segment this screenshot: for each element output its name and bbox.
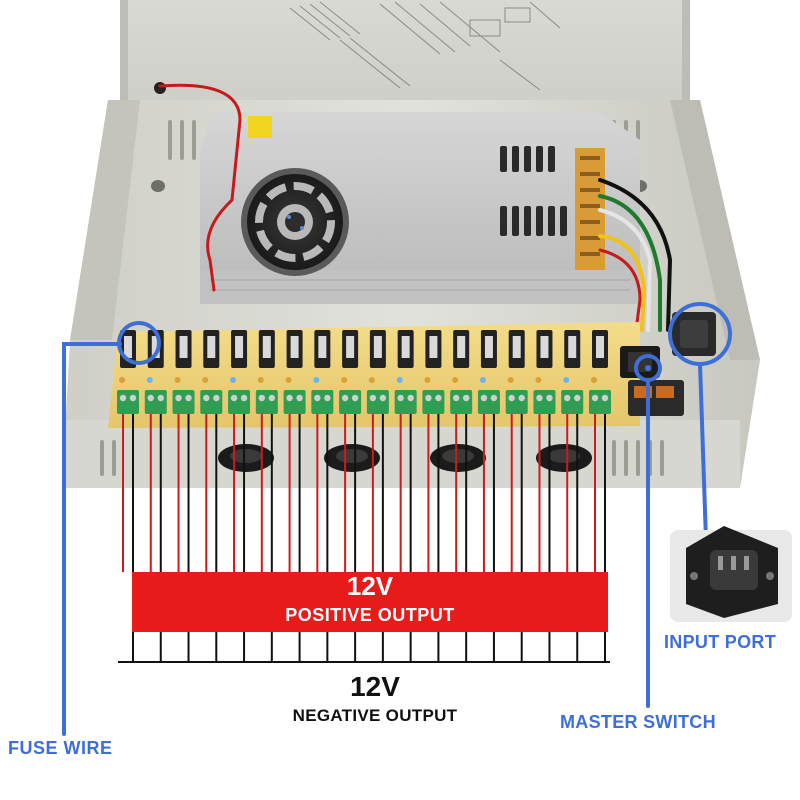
terminal-block bbox=[339, 390, 362, 414]
fuse bbox=[318, 336, 327, 358]
output-channel bbox=[533, 330, 556, 414]
enclosure-lid bbox=[120, 0, 690, 102]
internal-wiring bbox=[158, 83, 673, 332]
negative-output-voltage: 12V bbox=[350, 671, 400, 702]
output-channel bbox=[394, 330, 417, 414]
output-channel bbox=[366, 330, 389, 414]
callout-lines bbox=[62, 302, 732, 736]
output-channel bbox=[561, 330, 584, 414]
output-channel bbox=[311, 330, 334, 414]
positive-output-label: POSITIVE OUTPUT bbox=[285, 605, 455, 625]
input-port-label: INPUT PORT bbox=[664, 632, 777, 652]
output-channel bbox=[283, 330, 306, 414]
terminal-block bbox=[561, 390, 584, 414]
fan bbox=[241, 168, 349, 276]
fuse-callout-line bbox=[62, 342, 122, 736]
fuse bbox=[401, 336, 410, 358]
output-channel bbox=[255, 330, 278, 414]
terminal-block bbox=[311, 390, 334, 414]
output-channel bbox=[339, 330, 362, 414]
input-port-inset bbox=[670, 526, 792, 622]
fuse bbox=[290, 336, 299, 358]
terminal-block bbox=[505, 390, 528, 414]
terminal-block bbox=[366, 390, 389, 414]
terminal-block bbox=[450, 390, 473, 414]
terminal-block bbox=[117, 390, 139, 414]
lid-printed-diagram bbox=[289, 1, 561, 91]
terminal-block bbox=[477, 390, 500, 414]
fuse bbox=[346, 336, 355, 358]
fuse bbox=[540, 336, 549, 358]
fuse bbox=[207, 336, 216, 358]
fuse bbox=[124, 336, 132, 358]
output-channel bbox=[589, 330, 611, 414]
input-port-panel bbox=[672, 312, 716, 356]
fuse bbox=[512, 336, 521, 358]
vent-slots bbox=[500, 146, 567, 236]
terminal-block bbox=[589, 390, 611, 414]
positive-output-voltage: 12V bbox=[346, 571, 394, 601]
negative-output-label: NEGATIVE OUTPUT bbox=[292, 706, 458, 725]
output-channel bbox=[477, 330, 500, 414]
output-channel bbox=[172, 330, 195, 414]
terminal-block bbox=[144, 390, 167, 414]
fuse bbox=[373, 336, 382, 358]
output-channels bbox=[117, 330, 611, 414]
fuse bbox=[262, 336, 271, 358]
terminal-block bbox=[172, 390, 195, 414]
master-switch-label: MASTER SWITCH bbox=[560, 712, 716, 732]
output-channel bbox=[505, 330, 528, 414]
output-channel bbox=[450, 330, 473, 414]
terminal-block bbox=[533, 390, 556, 414]
output-channel bbox=[200, 330, 223, 414]
fuse bbox=[151, 336, 160, 358]
output-channel bbox=[422, 330, 445, 414]
fuse bbox=[568, 336, 577, 358]
terminal-block bbox=[200, 390, 223, 414]
fuse bbox=[484, 336, 493, 358]
fuse bbox=[457, 336, 466, 358]
output-channel bbox=[228, 330, 251, 414]
terminal-block bbox=[422, 390, 445, 414]
output-channel bbox=[144, 330, 167, 414]
fuse-wire-label: FUSE WIRE bbox=[8, 738, 113, 758]
fuse bbox=[429, 336, 438, 358]
terminal-block bbox=[228, 390, 251, 414]
psu-module bbox=[200, 112, 640, 304]
fuse bbox=[179, 336, 188, 358]
terminal-block bbox=[255, 390, 278, 414]
terminal-block bbox=[394, 390, 417, 414]
port-callout-line bbox=[698, 362, 708, 542]
terminal-block bbox=[283, 390, 306, 414]
fuse bbox=[596, 336, 604, 358]
fuse bbox=[235, 336, 244, 358]
positive-output-bar bbox=[132, 572, 608, 632]
